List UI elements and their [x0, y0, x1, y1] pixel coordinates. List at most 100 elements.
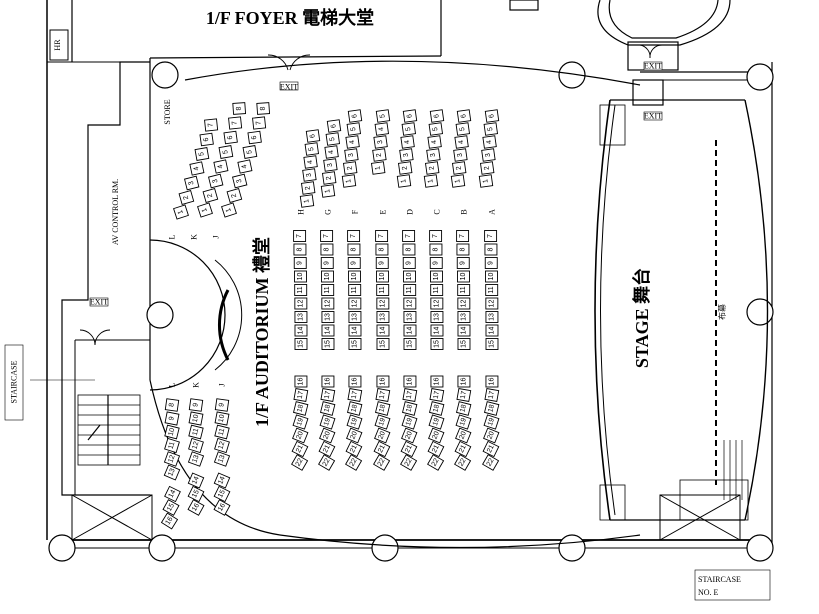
exit-signs: EXIT EXIT EXIT EXIT — [89, 62, 663, 307]
seat: 8 — [456, 243, 470, 256]
seat: 4 — [427, 135, 442, 149]
seat: 12 — [403, 297, 417, 310]
svg-text:16: 16 — [433, 378, 440, 386]
seat: 16 — [403, 375, 417, 388]
seat: 5 — [218, 145, 234, 159]
svg-text:1: 1 — [482, 178, 489, 183]
seat: 22 — [345, 454, 363, 471]
svg-text:19: 19 — [378, 417, 387, 427]
svg-text:10: 10 — [192, 414, 200, 423]
seat: 22 — [454, 454, 472, 471]
seat: 4 — [400, 135, 415, 149]
svg-text:14: 14 — [217, 475, 227, 485]
seat: 12 — [188, 437, 204, 454]
seat: 7 — [293, 230, 307, 242]
svg-text:5: 5 — [350, 126, 357, 131]
seat: 10 — [214, 411, 230, 426]
seat: 14 — [187, 472, 205, 489]
svg-text:7: 7 — [231, 121, 238, 126]
svg-text:21: 21 — [458, 444, 468, 454]
seat: 11 — [376, 284, 390, 296]
seat: 15 — [321, 338, 335, 350]
svg-text:EXIT: EXIT — [280, 83, 298, 92]
seat: 5 — [401, 122, 417, 136]
seat: 12 — [214, 437, 230, 454]
seat: 22 — [291, 454, 309, 471]
seat: 2 — [226, 188, 243, 203]
seat: 2 — [372, 148, 387, 162]
seat: 14 — [294, 324, 308, 337]
svg-text:11: 11 — [379, 286, 386, 293]
svg-text:5: 5 — [432, 126, 439, 131]
svg-text:5: 5 — [405, 126, 412, 131]
svg-text:20: 20 — [323, 430, 332, 440]
svg-text:4: 4 — [241, 164, 249, 169]
svg-text:3: 3 — [212, 178, 220, 184]
svg-text:17: 17 — [297, 390, 305, 399]
svg-text:18: 18 — [323, 404, 332, 413]
svg-text:20: 20 — [350, 430, 359, 440]
svg-text:1: 1 — [177, 209, 185, 215]
seat: 9 — [188, 398, 204, 412]
seat: 7 — [456, 230, 470, 242]
svg-text:17: 17 — [460, 390, 468, 399]
svg-text:13: 13 — [167, 467, 177, 477]
svg-text:12: 12 — [460, 300, 467, 308]
svg-text:22: 22 — [295, 457, 305, 467]
svg-text:1: 1 — [427, 178, 434, 183]
seat: 19 — [346, 414, 363, 430]
seat: 9 — [375, 257, 389, 269]
seat: 16 — [294, 375, 308, 388]
svg-text:8: 8 — [405, 247, 412, 251]
seat: 1 — [450, 174, 466, 188]
svg-text:6: 6 — [227, 135, 234, 140]
seat: 12 — [485, 297, 499, 310]
svg-text:8: 8 — [168, 402, 175, 407]
seat: 3 — [373, 135, 388, 149]
row-label: A — [488, 209, 497, 215]
svg-text:4: 4 — [307, 159, 314, 164]
seat: 20 — [428, 427, 445, 444]
svg-text:3: 3 — [430, 152, 437, 157]
svg-text:1: 1 — [303, 198, 310, 203]
seat: 3 — [399, 148, 414, 162]
seat: 14 — [213, 472, 231, 489]
svg-text:13: 13 — [379, 313, 386, 321]
seat: 3 — [184, 175, 200, 191]
seat: 5 — [346, 122, 362, 136]
seat: 2 — [479, 161, 495, 175]
seat: 17 — [375, 388, 391, 402]
seat: 5 — [194, 147, 210, 161]
seat: 9 — [214, 398, 230, 412]
seat: 19 — [483, 414, 500, 430]
seat: 7 — [228, 116, 243, 130]
svg-text:3: 3 — [306, 172, 313, 177]
seat: 10 — [485, 270, 498, 283]
seat: 10 — [348, 270, 361, 283]
svg-text:11: 11 — [297, 286, 304, 293]
seat: 19 — [374, 414, 391, 430]
svg-text:14: 14 — [297, 327, 304, 335]
seat: 14 — [430, 324, 444, 337]
seat: 17 — [293, 388, 309, 402]
seat: 15 — [348, 338, 362, 350]
seat: 1 — [341, 174, 357, 188]
seat: 1 — [221, 202, 237, 218]
row-label: F — [351, 209, 360, 214]
left-staircase — [30, 379, 141, 466]
seat: 6 — [223, 130, 238, 145]
svg-text:15: 15 — [460, 340, 467, 348]
seat: 15 — [294, 338, 308, 350]
seat: 14 — [348, 324, 362, 337]
svg-text:2: 2 — [428, 165, 435, 170]
seat: 21 — [400, 440, 418, 458]
svg-text:17: 17 — [488, 390, 496, 399]
auditorium-outline — [149, 60, 641, 549]
svg-text:15: 15 — [433, 340, 440, 348]
seat: 4 — [189, 161, 205, 176]
svg-text:17: 17 — [351, 390, 359, 399]
svg-text:15: 15 — [351, 340, 358, 348]
svg-text:6: 6 — [251, 135, 258, 140]
seat: 2 — [300, 181, 316, 195]
seat: 15 — [187, 485, 205, 503]
